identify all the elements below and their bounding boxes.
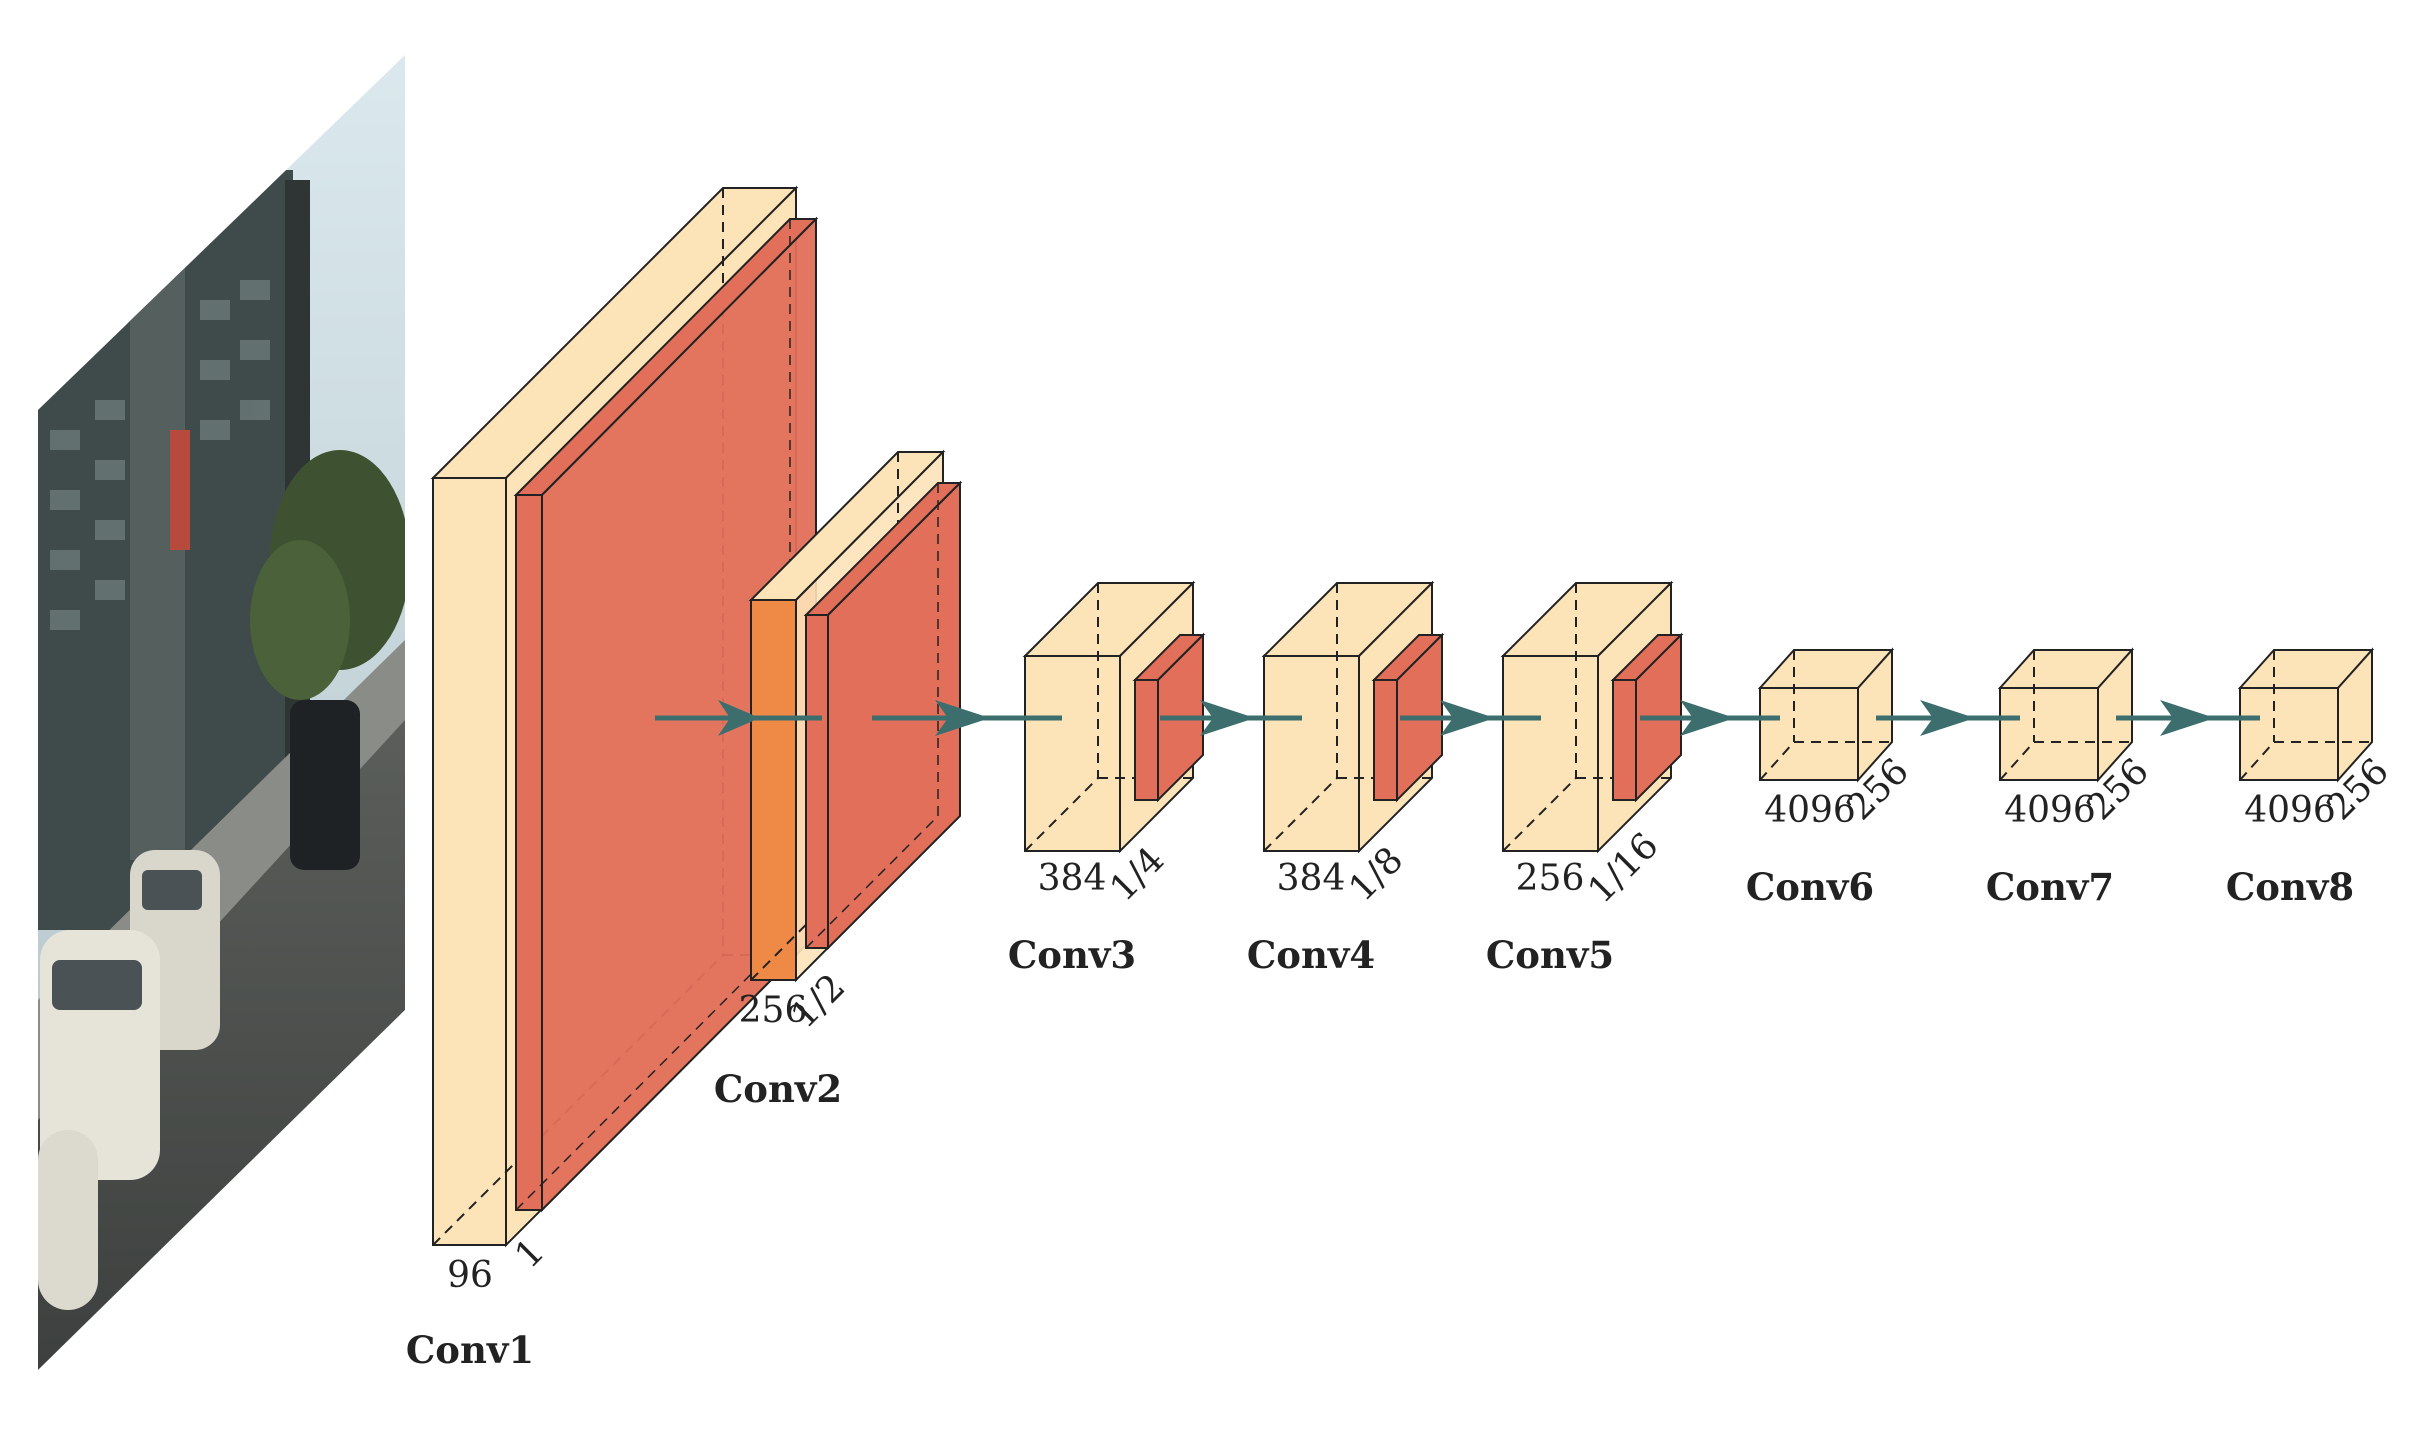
conv3-title: Conv3 [1008, 933, 1136, 977]
arrow-conv4-conv5 [1400, 700, 1541, 736]
layer-conv6: 4096 256 Conv6 [1746, 647, 1917, 909]
layer-conv1: 96 1 Conv1 [406, 185, 819, 1372]
conv6-title: Conv6 [1746, 865, 1874, 909]
conv1-pool-block [513, 216, 819, 1213]
conv8-conv-block [2237, 647, 2375, 783]
conv8-title: Conv8 [2226, 865, 2354, 909]
conv4-title: Conv4 [1247, 933, 1375, 977]
layer-conv4: 384 1/8 Conv4 [1247, 580, 1445, 977]
conv2-title: Conv2 [714, 1067, 842, 1111]
conv7-title: Conv7 [1986, 865, 2114, 909]
conv7-conv-block [1997, 647, 2135, 783]
arrow-conv7-conv8 [2116, 700, 2260, 736]
layer-conv8: 4096 256 Conv8 [2226, 647, 2397, 909]
connection-arrows [655, 700, 2260, 736]
layer-conv5: 256 1/16 Conv5 [1486, 580, 1684, 977]
arrow-conv1-conv2 [655, 700, 822, 736]
conv6-channels-label: 4096 [1764, 790, 1856, 831]
conv4-channels-label: 384 [1277, 858, 1346, 899]
conv2-channels-label: 256 [739, 990, 808, 1031]
arrow-conv2-conv3 [872, 700, 1062, 736]
conv3-channels-label: 384 [1038, 858, 1107, 899]
conv5-channels-label: 256 [1516, 858, 1585, 899]
conv1-channels-label: 96 [447, 1255, 493, 1296]
conv4-pool-block [1371, 632, 1445, 803]
arrow-conv5-conv6 [1640, 700, 1780, 736]
conv8-channels-label: 4096 [2244, 790, 2336, 831]
layer-conv3: 384 1/4 Conv3 [1008, 580, 1206, 977]
conv6-conv-block [1757, 647, 1895, 783]
arrow-conv6-conv7 [1876, 700, 2020, 736]
layer-conv7: 4096 256 Conv7 [1986, 647, 2157, 909]
conv7-channels-label: 4096 [2004, 790, 2096, 831]
conv5-title: Conv5 [1486, 933, 1614, 977]
conv1-title: Conv1 [406, 1328, 534, 1372]
input-image [38, 55, 405, 1370]
arrow-conv3-conv4 [1160, 700, 1302, 736]
